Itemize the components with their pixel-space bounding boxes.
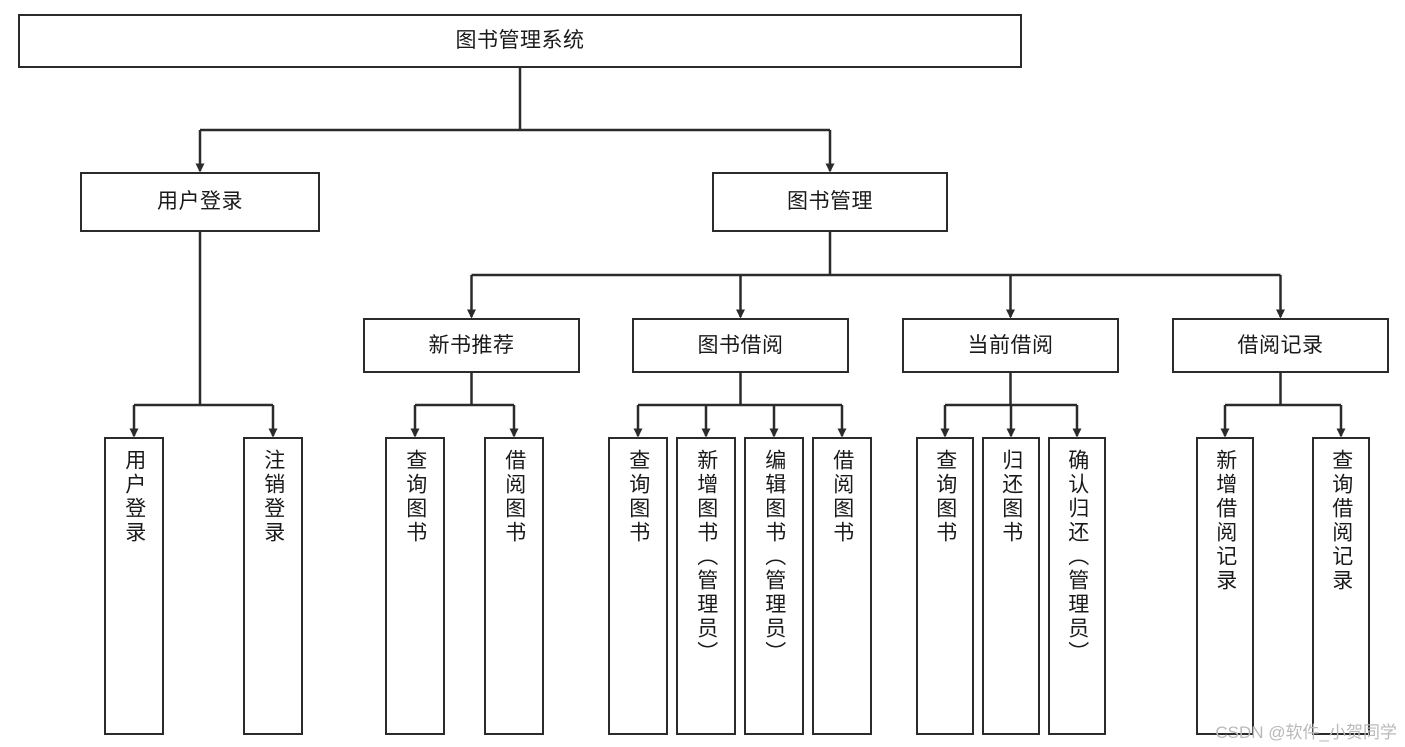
node-leaf-confirm-return[interactable]: 确认归还（管理员）	[1048, 437, 1106, 735]
node-label: 图书借阅	[697, 333, 784, 357]
node-user-login[interactable]: 用户登录	[80, 172, 320, 232]
node-leaf-add-record[interactable]: 新增借阅记录	[1196, 437, 1254, 735]
node-leaf-user-login[interactable]: 用户登录	[104, 437, 164, 735]
node-label: 查询借阅记录	[1329, 449, 1353, 593]
node-label: 确认归还（管理员）	[1065, 449, 1089, 665]
node-label: 当前借阅	[967, 333, 1054, 357]
node-label: 图书管理系统	[455, 29, 585, 53]
node-leaf-borrow-book-rec[interactable]: 借阅图书	[484, 437, 544, 735]
node-label: 查询图书	[626, 449, 650, 545]
node-label: 借阅图书	[830, 449, 854, 545]
node-label: 归还图书	[999, 449, 1023, 545]
node-leaf-query-book-rec[interactable]: 查询图书	[385, 437, 445, 735]
node-root[interactable]: 图书管理系统	[18, 14, 1022, 68]
node-leaf-add-book[interactable]: 新增图书（管理员）	[676, 437, 736, 735]
node-label: 新增借阅记录	[1213, 449, 1237, 593]
node-leaf-user-logout[interactable]: 注销登录	[243, 437, 303, 735]
node-label: 注销登录	[261, 449, 285, 545]
watermark-text: CSDN @软件_小贺同学	[1215, 723, 1397, 742]
node-label: 借阅记录	[1237, 333, 1324, 357]
node-book-borrow[interactable]: 图书借阅	[632, 318, 849, 373]
node-label: 用户登录	[157, 190, 243, 214]
node-leaf-query-book-borrow[interactable]: 查询图书	[608, 437, 668, 735]
node-book-manage[interactable]: 图书管理	[712, 172, 948, 232]
node-label: 借阅图书	[502, 449, 526, 545]
node-label: 图书管理	[787, 190, 873, 214]
node-label: 新书推荐	[428, 333, 515, 357]
node-leaf-borrow-book[interactable]: 借阅图书	[812, 437, 872, 735]
node-leaf-edit-book[interactable]: 编辑图书（管理员）	[744, 437, 804, 735]
node-label: 查询图书	[933, 449, 957, 545]
node-current-borrow[interactable]: 当前借阅	[902, 318, 1119, 373]
node-new-book-rec[interactable]: 新书推荐	[363, 318, 580, 373]
node-borrow-record[interactable]: 借阅记录	[1172, 318, 1389, 373]
node-label: 新增图书（管理员）	[694, 449, 718, 665]
node-label: 用户登录	[122, 449, 146, 545]
node-label: 查询图书	[403, 449, 427, 545]
node-leaf-query-record[interactable]: 查询借阅记录	[1312, 437, 1370, 735]
node-leaf-query-book-cur[interactable]: 查询图书	[916, 437, 974, 735]
node-leaf-return-book[interactable]: 归还图书	[982, 437, 1040, 735]
node-label: 编辑图书（管理员）	[762, 449, 786, 665]
